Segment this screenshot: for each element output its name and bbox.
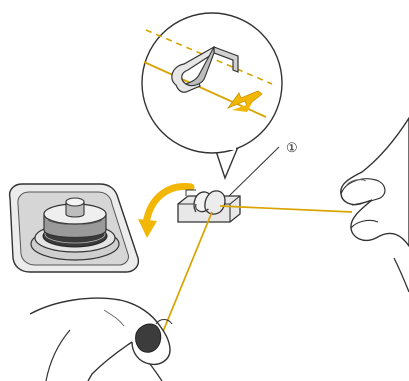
callout-1: ①: [229, 140, 298, 196]
left-hand-icon: [30, 298, 172, 381]
magnified-detail-icon: [142, 13, 282, 178]
magnifier-seam-cover: [216, 146, 236, 150]
thread-to-left-hand: [162, 212, 212, 334]
bobbin-winder-icon: [10, 184, 139, 272]
right-hand-icon: [341, 118, 409, 292]
magnifier-circle: [142, 13, 282, 153]
callout-number: ①: [286, 140, 298, 155]
